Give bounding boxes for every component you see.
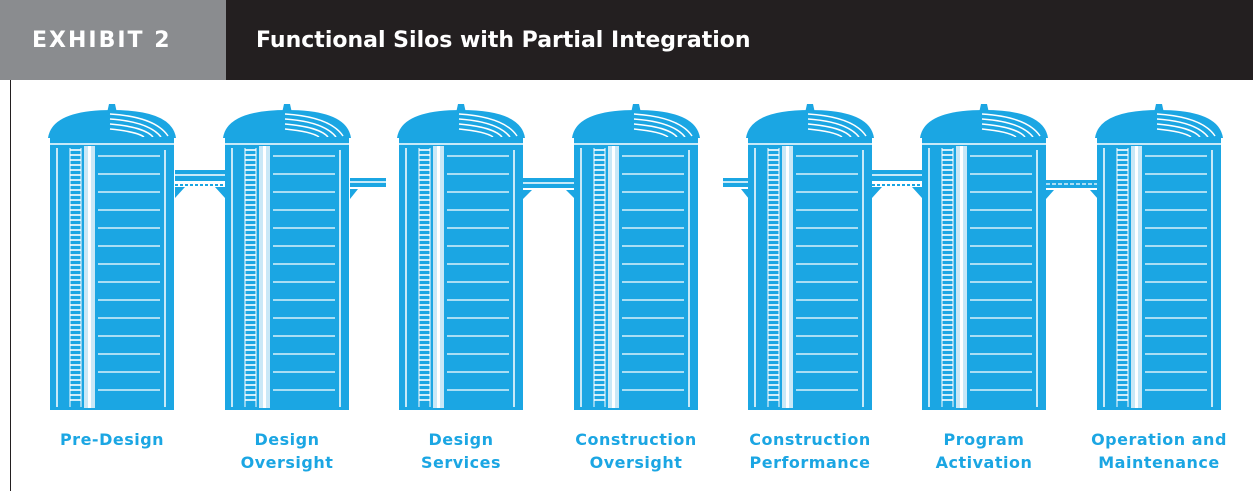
walkway-2-stub (350, 178, 386, 199)
silo-label-line1: Program (943, 430, 1025, 449)
walkway-3-4 (523, 178, 575, 199)
exhibit-number: EXHIBIT 2 (0, 0, 226, 80)
silo-label-line2: Services (420, 453, 502, 472)
connector-walkways (175, 170, 1098, 199)
silo-label-construction-oversight: Construction Oversight (546, 428, 726, 474)
silo-label-line2: Oversight (589, 453, 683, 472)
silo-ladder-5 (768, 149, 779, 401)
silo-ladder-4 (594, 149, 605, 401)
silo-label-pre-design: Pre-Design (22, 428, 202, 451)
silo-label-line1: Construction (575, 430, 697, 449)
silo-ladder-7 (1117, 149, 1128, 401)
silo-labels: Pre-Design Design Oversight Design Servi… (0, 428, 1253, 488)
walkway-5-stub (723, 178, 749, 199)
silo-label-design-services: Design Services (371, 428, 551, 474)
silo-ladder-3 (419, 149, 430, 401)
silo-label-line1: Pre-Design (59, 430, 165, 449)
silo-label-design-oversight: Design Oversight (197, 428, 377, 474)
frame-border (10, 80, 11, 491)
exhibit-title: Functional Silos with Partial Integratio… (226, 0, 1253, 80)
silo-label-program-activation: Program Activation (894, 428, 1074, 474)
walkway-6-7 (1046, 180, 1098, 199)
silo-label-construction-performance: Construction Performance (720, 428, 900, 474)
silo-ladder-1 (70, 149, 81, 401)
silo-label-operation-maintenance: Operation and Maintenance (1069, 428, 1249, 474)
silo-label-line1: Design (254, 430, 320, 449)
silo-ladder-2 (245, 149, 256, 401)
silo-label-line2: Maintenance (1098, 453, 1220, 472)
silo-label-line1: Construction (749, 430, 871, 449)
silo-label-line2: Activation (935, 453, 1033, 472)
silo-ladder-6 (942, 149, 953, 401)
exhibit-header: EXHIBIT 2 Functional Silos with Partial … (0, 0, 1253, 80)
silo-ladders (70, 149, 1128, 401)
silo-label-line1: Design (428, 430, 494, 449)
walkway-5-6 (872, 170, 922, 198)
walkway-1-2 (175, 170, 225, 198)
silo-label-line2: Oversight (240, 453, 334, 472)
silo-label-line1: Operation and (1091, 430, 1227, 449)
silo-label-line2: Performance (749, 453, 871, 472)
